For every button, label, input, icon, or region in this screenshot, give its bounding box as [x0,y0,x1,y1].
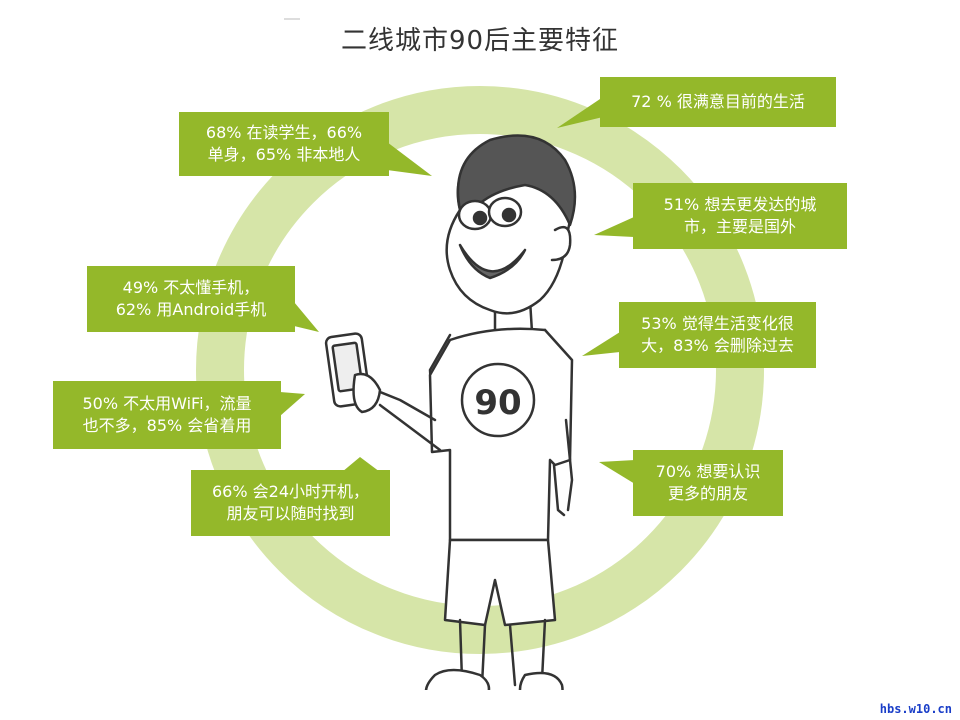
callout-pointer [387,142,432,176]
callout-pointer [294,302,319,332]
callout-text: 72 % 很满意目前的生活 [631,92,805,111]
callout-wifi-data: 50% 不太用WiFi，流量 也不多，85% 会省着用 [53,381,281,449]
callout-pointer [582,332,620,356]
callout-text: 68% 在读学生，66% 单身，65% 非本地人 [205,123,363,164]
callout-always-online: 66% 会24小时开机， 朋友可以随时找到 [191,470,390,536]
callout-pointer [594,217,634,237]
callout-pointer [280,392,305,416]
callout-phone-knowledge: 49% 不太懂手机， 62% 用Android手机 [87,266,295,332]
watermark-text: hbs.w10.cn [879,702,952,716]
callout-pointer [342,457,380,472]
decorative-tick [284,18,300,20]
callout-students-single: 68% 在读学生，66% 单身，65% 非本地人 [179,112,389,176]
cartoon-boy-illustration: 90 [324,134,577,690]
callout-pointer [599,460,635,484]
callout-text: 53% 觉得生活变化很 大，83% 会删除过去 [641,314,794,355]
callout-life-changes: 53% 觉得生活变化很 大，83% 会删除过去 [619,302,816,368]
page-title: 二线城市90后主要特征 [340,26,620,56]
callout-text: 70% 想要认识 更多的朋友 [655,462,761,503]
shirt-number: 90 [474,383,521,423]
callout-text: 50% 不太用WiFi，流量 也不多，85% 会省着用 [82,394,252,435]
callout-text: 49% 不太懂手机， 62% 用Android手机 [115,278,267,319]
callout-move-abroad: 51% 想去更发达的城 市，主要是国外 [633,183,847,249]
callout-more-friends: 70% 想要认识 更多的朋友 [633,450,783,516]
callout-text: 51% 想去更发达的城 市，主要是国外 [663,195,817,236]
callout-satisfied-life: 72 % 很满意目前的生活 [600,77,836,127]
callout-pointer [557,97,603,128]
background-ring [196,86,764,654]
callout-text: 66% 会24小时开机， 朋友可以随时找到 [211,482,369,523]
